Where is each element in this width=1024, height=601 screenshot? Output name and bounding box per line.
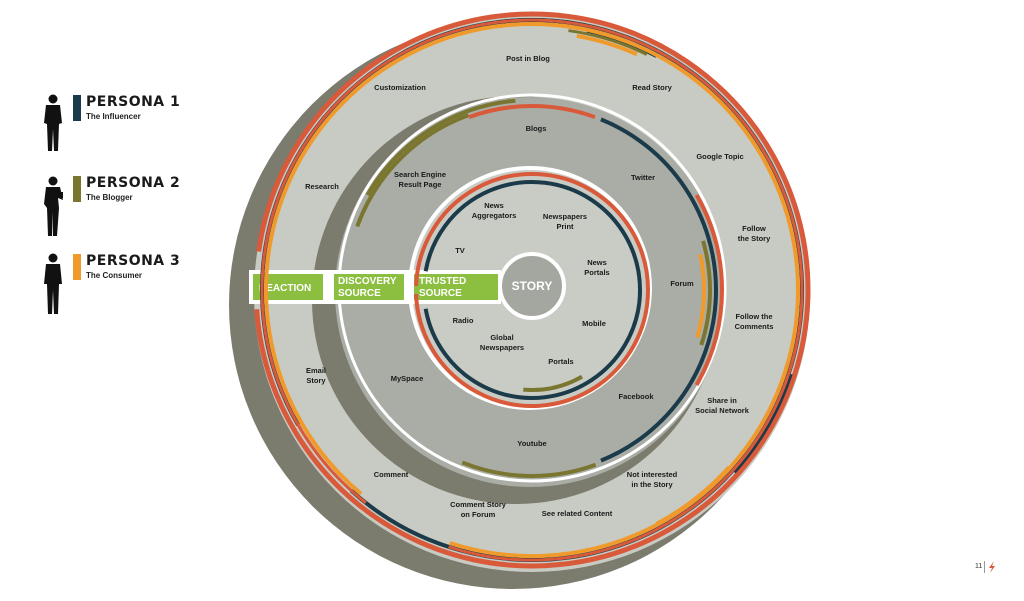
trusted-tag-line2: SOURCE bbox=[419, 288, 462, 299]
discovery-tag-line2: SOURCE bbox=[338, 288, 381, 299]
persona-2-legend: PERSONA 2 The Blogger bbox=[38, 175, 208, 251]
persona-1-title: PERSONA 1 bbox=[86, 94, 181, 110]
middle-segment-label: Youtube bbox=[517, 439, 546, 448]
persona-3-subtitle: The Consumer bbox=[86, 271, 143, 280]
outer-olive-arc-2 bbox=[568, 29, 648, 56]
inner-segment-label: TV bbox=[455, 246, 465, 255]
outer-orange-arc bbox=[576, 33, 638, 57]
outer-red-arc-bottom bbox=[260, 18, 804, 562]
discovery-source-tag bbox=[334, 274, 404, 300]
persona-3-legend: PERSONA 3 The Consumer bbox=[38, 253, 208, 329]
page-number: 11 bbox=[975, 563, 983, 570]
middle-segment-label: Forum bbox=[670, 279, 694, 288]
persona-1-color-bar bbox=[73, 95, 81, 121]
inner-navy-arc bbox=[423, 180, 642, 400]
outer-segment-label: Google Topic bbox=[696, 152, 743, 161]
trusted-tag-line1: TRUSTED bbox=[419, 276, 466, 287]
middle-olive-arc-right bbox=[699, 240, 712, 346]
middle-segment-label: Twitter bbox=[631, 173, 655, 182]
persona-arcs bbox=[254, 11, 811, 569]
outer-segment-label: Read Story bbox=[632, 83, 672, 92]
middle-navy-arc-right bbox=[600, 117, 718, 463]
persona-1-silhouette-icon bbox=[44, 94, 62, 151]
middle-segment-label: Blogs bbox=[526, 124, 547, 133]
persona-2-color-bar bbox=[73, 176, 81, 202]
persona-3-silhouette-icon bbox=[44, 253, 62, 314]
middle-olive-arc-bottom bbox=[461, 460, 597, 478]
discovery-tag-line1: DISCOVERY bbox=[338, 276, 397, 287]
trusted-source-tag bbox=[414, 274, 498, 300]
reaction-tag-label: REACTION bbox=[259, 283, 311, 294]
inner-segment-label: Portals bbox=[548, 357, 573, 366]
inner-olive-arc bbox=[523, 374, 583, 392]
inner-segment-label: Mobile bbox=[582, 319, 606, 328]
outer-red-arc bbox=[254, 11, 811, 569]
middle-segment-label: Facebook bbox=[618, 392, 654, 401]
persona-1-subtitle: The Influencer bbox=[86, 112, 141, 121]
inner-segment-label: Radio bbox=[453, 316, 474, 325]
persona-3-color-bar bbox=[73, 254, 81, 280]
persona-3-title: PERSONA 3 bbox=[86, 253, 181, 269]
persona-1-legend: PERSONA 1 The Influencer bbox=[38, 94, 208, 170]
page-separator bbox=[984, 561, 985, 573]
middle-olive-arc-left bbox=[355, 113, 470, 228]
brand-logo-icon bbox=[989, 561, 995, 573]
persona-2-silhouette-icon bbox=[44, 176, 63, 236]
outer-segment-label: Customization bbox=[374, 83, 426, 92]
persona-2-subtitle: The Blogger bbox=[86, 193, 133, 202]
middle-olive-arc-top bbox=[365, 98, 516, 197]
story-center-label: STORY bbox=[512, 279, 553, 293]
outer-segment-label: Comment bbox=[374, 470, 409, 479]
outer-segment-label: See related Content bbox=[542, 509, 613, 518]
middle-orange-arc-right bbox=[695, 253, 706, 338]
outer-segment-label: Research bbox=[305, 182, 339, 191]
outer-orange-arc-bottom bbox=[264, 22, 800, 558]
inner-red-arc bbox=[414, 172, 650, 408]
middle-red-arc-right bbox=[694, 194, 724, 386]
middle-red-arc-top bbox=[468, 104, 596, 119]
middle-segment-label: MySpace bbox=[391, 374, 424, 383]
outer-segment-label: Post in Blog bbox=[506, 54, 550, 63]
persona-2-title: PERSONA 2 bbox=[86, 175, 181, 191]
